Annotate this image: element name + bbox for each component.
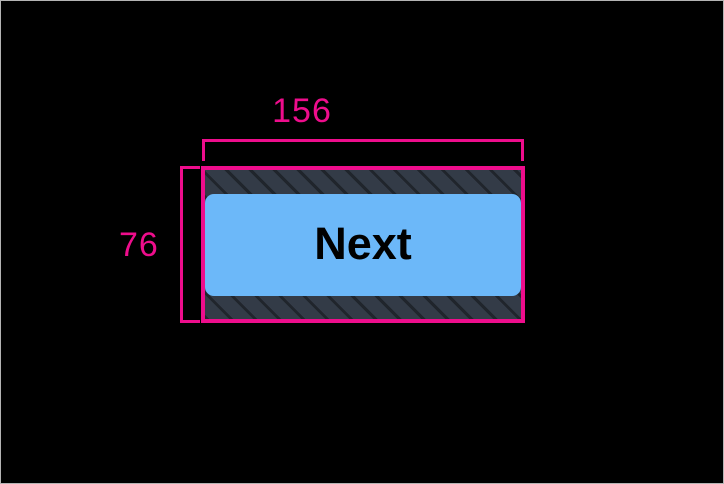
width-measurement-label: 156 [272, 92, 332, 130]
next-button[interactable]: Next [205, 193, 521, 296]
height-dimension-bracket [180, 166, 200, 323]
element-bounding-box: Next [201, 166, 525, 323]
next-button-label: Next [314, 218, 412, 269]
height-measurement-label: 76 [119, 226, 159, 264]
element-padding-hatch-overlay: Next [205, 170, 521, 319]
width-dimension-bracket [202, 139, 524, 161]
